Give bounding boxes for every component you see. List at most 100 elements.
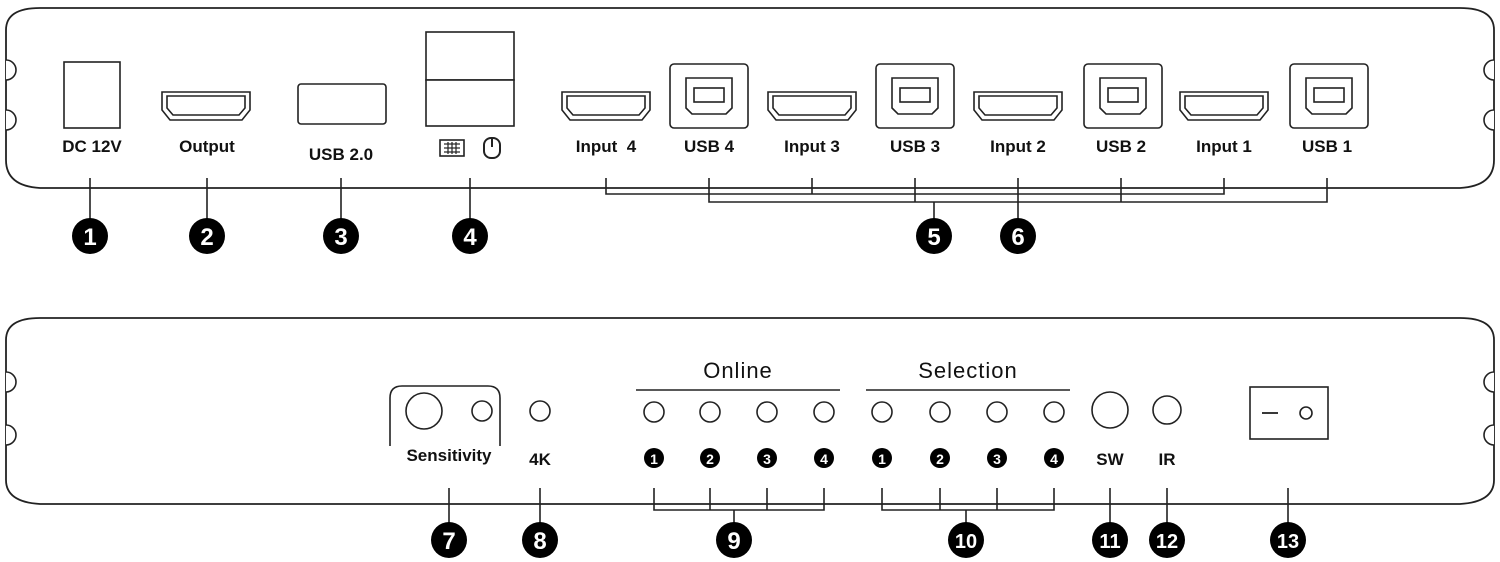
input2-label: Input 2: [990, 137, 1046, 156]
usb4-port-core: [693, 87, 725, 103]
rear-panel: DC 12V Output USB 2.0: [5, 7, 1495, 254]
svg-text:9: 9: [727, 528, 740, 555]
input1-label: Input 1: [1196, 137, 1252, 156]
ir-receiver: [1152, 395, 1182, 425]
online-number-4: 4: [814, 448, 834, 468]
sensitivity-knob: [405, 392, 443, 430]
svg-text:4: 4: [1050, 451, 1058, 467]
callout-12: 12: [1149, 522, 1185, 558]
svg-text:2: 2: [936, 451, 944, 467]
online-number-1: 1: [644, 448, 664, 468]
hdmi-output-port-inner: [166, 95, 246, 116]
svg-text:1: 1: [878, 451, 886, 467]
svg-text:12: 12: [1156, 531, 1178, 553]
callout-2: 2: [189, 218, 225, 254]
sensitivity-frame: [389, 385, 501, 446]
usb-keyboard-port: [425, 31, 515, 81]
4k-led: [529, 400, 551, 422]
selection-led-2: [929, 401, 951, 423]
callout-8: 8: [522, 522, 558, 558]
callout-3: 3: [323, 218, 359, 254]
usb2-port-core: [1107, 87, 1139, 103]
ir-label: IR: [1159, 450, 1176, 469]
svg-text:3: 3: [334, 224, 347, 251]
power-switch: [1249, 386, 1329, 440]
svg-text:6: 6: [1011, 224, 1024, 251]
selection-led-3: [986, 401, 1008, 423]
callout-10: 10: [948, 522, 984, 558]
selection-number-1: 1: [872, 448, 892, 468]
svg-text:4: 4: [820, 451, 828, 467]
power-off-mark: [1299, 406, 1313, 420]
mouse-icon: [483, 137, 501, 159]
usb20-label: USB 2.0: [309, 145, 373, 164]
svg-text:13: 13: [1277, 531, 1299, 553]
sw-button: [1091, 391, 1129, 429]
svg-text:3: 3: [763, 451, 771, 467]
dc-12v-label: DC 12V: [62, 137, 122, 156]
front-panel-outline: [5, 317, 1495, 505]
callout-5: 5: [916, 218, 952, 254]
front-leader-lines: [448, 488, 1289, 524]
svg-text:5: 5: [927, 224, 940, 251]
online-title: Online: [703, 358, 773, 383]
callout-11: 11: [1092, 522, 1128, 558]
online-led-2: [699, 401, 721, 423]
dc-12v-port: [63, 61, 121, 129]
front-panel: Sensitivity 4K Online 1 2 3 4 Selection …: [5, 317, 1495, 558]
front-panel-notches: [5, 371, 1495, 446]
sensitivity-label: Sensitivity: [406, 446, 492, 465]
sw-label: SW: [1096, 450, 1124, 469]
svg-text:10: 10: [955, 531, 977, 553]
hdmi-input2-port-inner: [978, 95, 1058, 116]
rear-panel-notches: [5, 59, 1495, 131]
selection-number-3: 3: [987, 448, 1007, 468]
svg-text:7: 7: [442, 528, 455, 555]
callout-6: 6: [1000, 218, 1036, 254]
input3-label: Input 3: [784, 137, 840, 156]
rear-panel-outline: [5, 7, 1495, 189]
usb20-port: [297, 83, 387, 125]
usb3-label: USB 3: [890, 137, 940, 156]
online-led-1: [643, 401, 665, 423]
hdmi-input3-port-inner: [772, 95, 852, 116]
selection-leds: [871, 401, 1065, 423]
svg-text:3: 3: [993, 451, 1001, 467]
callout-4: 4: [452, 218, 488, 254]
callout-1: 1: [72, 218, 108, 254]
keyboard-icon: [439, 139, 465, 157]
4k-label: 4K: [529, 450, 551, 469]
usb3-port-core: [899, 87, 931, 103]
svg-text:4: 4: [463, 224, 477, 251]
selection-led-1: [871, 401, 893, 423]
callout-9: 9: [716, 522, 752, 558]
usb1-port-core: [1313, 87, 1345, 103]
selection-title: Selection: [918, 358, 1018, 383]
usb2-label: USB 2: [1096, 137, 1146, 156]
svg-text:1: 1: [650, 451, 658, 467]
online-leds: [643, 401, 835, 423]
callout-13: 13: [1270, 522, 1306, 558]
usb1-label: USB 1: [1302, 137, 1352, 156]
online-led-4: [813, 401, 835, 423]
hdmi-input4-port-inner: [566, 95, 646, 116]
sensitivity-led: [471, 400, 493, 422]
hdmi-input1-port-inner: [1184, 95, 1264, 116]
online-number-3: 3: [757, 448, 777, 468]
online-number-2: 2: [700, 448, 720, 468]
svg-text:2: 2: [200, 224, 213, 251]
svg-text:11: 11: [1099, 531, 1120, 553]
online-led-3: [756, 401, 778, 423]
output-label: Output: [179, 137, 235, 156]
svg-text:2: 2: [706, 451, 714, 467]
svg-text:1: 1: [83, 224, 96, 251]
usb-mouse-port: [425, 79, 515, 127]
callout-7: 7: [431, 522, 467, 558]
input4-label: Input 4: [576, 137, 637, 156]
selection-number-4: 4: [1044, 448, 1064, 468]
selection-number-2: 2: [930, 448, 950, 468]
usb4-label: USB 4: [684, 137, 735, 156]
svg-text:8: 8: [533, 528, 546, 555]
rear-leader-lines: [89, 178, 1328, 222]
